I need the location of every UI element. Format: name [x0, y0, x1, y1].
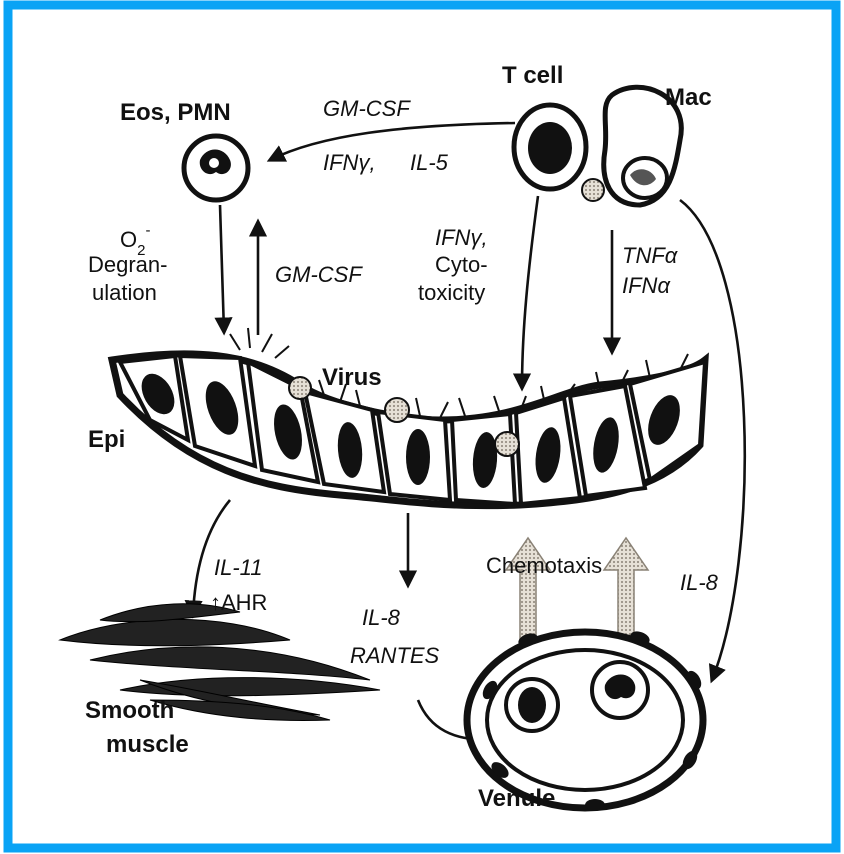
label-eos-pmn: Eos, PMN [120, 99, 231, 126]
virus-particle [385, 398, 409, 422]
virus-particle [495, 432, 519, 456]
label-tnf-alpha: TNFα [622, 243, 679, 268]
label-venule: Venule [478, 785, 555, 812]
virus-particle [289, 377, 311, 399]
eos-pmn-cell [184, 136, 248, 200]
label-ifn-gamma-top: IFNγ, [323, 150, 376, 175]
label-epi: Epi [88, 426, 125, 453]
label-ifn-alpha: IFNα [622, 273, 671, 298]
label-gm-csf-top: GM-CSF [323, 96, 411, 121]
label-muscle: muscle [106, 731, 189, 758]
label-rantes: RANTES [350, 643, 440, 668]
arrow-eos-to-epi [220, 205, 224, 332]
epithelium [112, 328, 705, 506]
label-ulation: ulation [92, 280, 157, 305]
virus-particle [582, 179, 604, 201]
label-toxicity: toxicity [418, 280, 485, 305]
label-cyto: Cyto- [435, 252, 488, 277]
label-il11: IL-11 [214, 555, 263, 580]
label-chemotaxis: Chemotaxis [486, 553, 602, 578]
label-t-cell: T cell [502, 62, 563, 89]
label-ahr: ↑AHR [210, 590, 267, 615]
label-ifn-gamma-mid: IFNγ, [435, 225, 488, 250]
t-cell [514, 105, 586, 189]
label-il8-right: IL-8 [680, 570, 719, 595]
label-mac: Mac [665, 84, 712, 111]
label-gm-csf-mid: GM-CSF [275, 262, 363, 287]
label-degran: Degran- [88, 252, 167, 277]
venule [467, 629, 704, 811]
label-virus: Virus [322, 364, 382, 391]
label-il5: IL-5 [410, 150, 449, 175]
label-smooth: Smooth [85, 697, 174, 724]
label-il8-mid: IL-8 [362, 605, 401, 630]
arrow-tcell-to-eos [270, 123, 515, 160]
arrow-tcell-to-epi [522, 196, 538, 388]
